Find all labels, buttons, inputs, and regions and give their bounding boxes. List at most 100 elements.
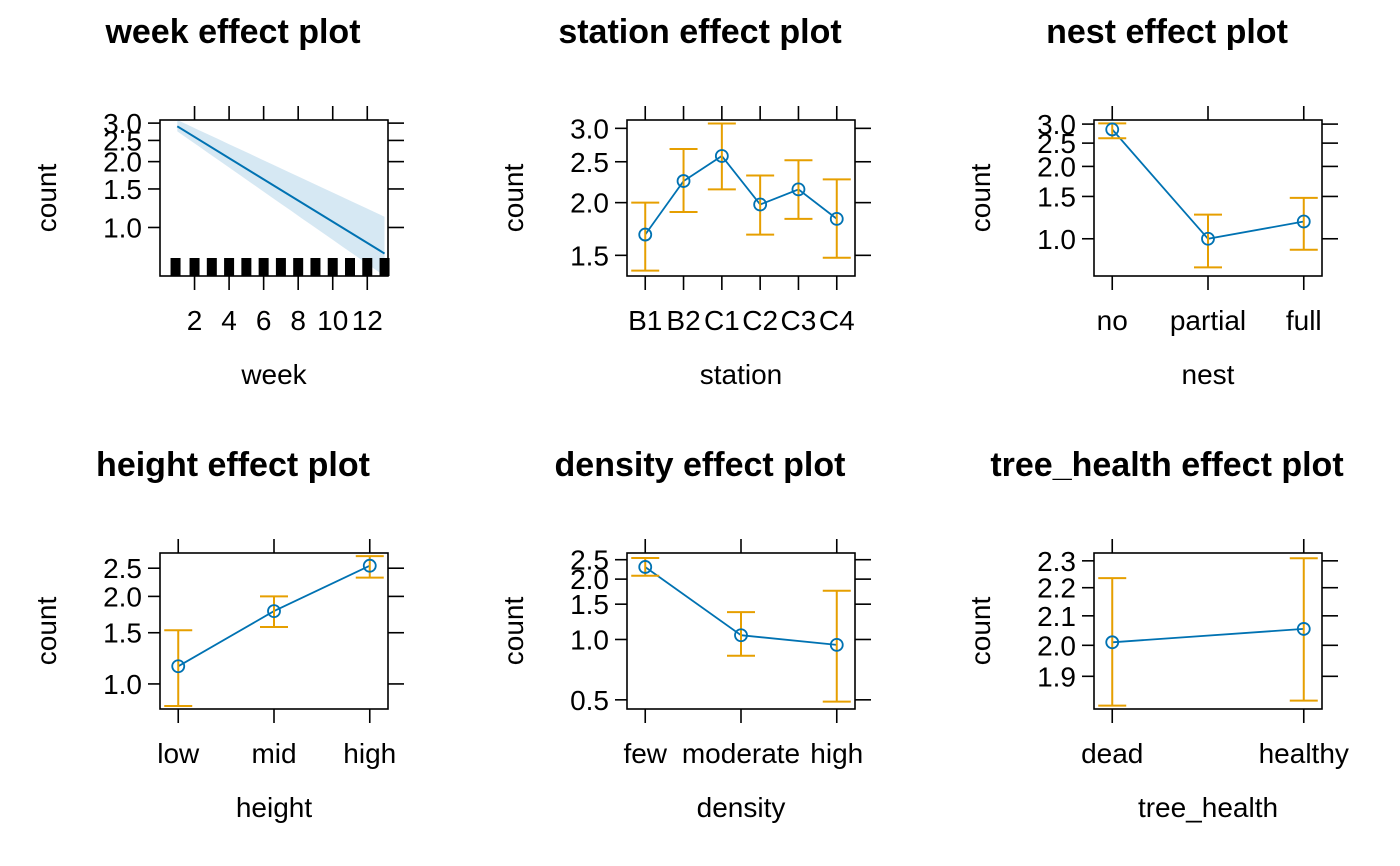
y-tick-label: 2.0 (570, 564, 609, 595)
rug-mark (379, 258, 390, 276)
effect-panel-5: density effect plotdensitycount0.51.01.5… (498, 446, 871, 823)
y-tick-label: 2.0 (103, 147, 142, 178)
y-axis-label: count (31, 597, 62, 666)
x-tick-label: full (1286, 305, 1322, 336)
rug-mark (293, 258, 304, 276)
x-tick-label: 10 (317, 305, 348, 336)
error-bar (727, 611, 755, 657)
effect-point (829, 212, 844, 226)
y-tick-label: 1.0 (103, 212, 142, 243)
x-tick-label: 6 (256, 305, 272, 336)
panel-title: height effect plot (96, 446, 370, 484)
x-tick-label: 12 (352, 305, 383, 336)
rug-mark (258, 258, 269, 276)
x-tick-label: no (1097, 305, 1128, 336)
effect-point (714, 149, 729, 163)
y-tick-label: 2.0 (570, 188, 609, 219)
rug-mark (327, 258, 338, 276)
error-bar (1194, 213, 1222, 269)
y-tick-label: 2.3 (1037, 546, 1076, 577)
x-tick-label: C1 (704, 305, 740, 336)
y-axis-label: count (965, 164, 996, 233)
effect-panel-3: nest effect plotnestcount1.01.52.02.53.0… (965, 13, 1338, 390)
x-tick-label: moderate (682, 738, 800, 769)
rug-mark (206, 258, 217, 276)
error-bar (631, 201, 660, 272)
rug-mark (362, 258, 373, 276)
x-tick-label: high (343, 738, 396, 769)
panel-title: week effect plot (104, 13, 360, 51)
y-axis-label: count (31, 164, 62, 233)
x-tick-label: C3 (781, 305, 817, 336)
x-tick-label: mid (251, 738, 296, 769)
y-tick-label: 2.2 (1037, 573, 1076, 604)
x-tick-label: 4 (221, 305, 237, 336)
x-tick-label: dead (1081, 738, 1143, 769)
x-tick-label: low (157, 738, 200, 769)
error-bar (1289, 557, 1318, 702)
effect-point (1105, 635, 1120, 650)
x-tick-label: 8 (290, 305, 306, 336)
effect-point (734, 628, 748, 643)
y-tick-label: 2.0 (103, 581, 142, 612)
effect-point (1105, 122, 1120, 137)
effect-point (638, 560, 653, 574)
plot-frame (626, 119, 856, 277)
x-tick-label: partial (1170, 305, 1246, 336)
plot-frame (159, 119, 389, 277)
x-tick-label: 2 (187, 305, 203, 336)
rug-mark (241, 258, 252, 276)
error-bar (822, 589, 851, 703)
y-tick-label: 1.0 (1037, 224, 1076, 255)
y-tick-label: 1.0 (570, 624, 609, 655)
rug-mark (345, 258, 355, 276)
x-tick-label: healthy (1259, 738, 1349, 769)
effect-point (171, 659, 186, 674)
error-bar (669, 148, 698, 214)
y-tick-label: 1.5 (103, 618, 142, 649)
y-tick-label: 1.5 (1037, 181, 1076, 212)
effect-point (753, 197, 768, 212)
y-tick-label: 2.5 (103, 553, 142, 584)
effect-point (1296, 214, 1311, 229)
y-tick-label: 2.5 (103, 125, 142, 156)
x-axis-label: density (697, 792, 786, 823)
effect-point (638, 227, 653, 242)
x-axis-label: height (236, 792, 313, 823)
rug-mark (224, 258, 235, 276)
effect-point (829, 637, 844, 652)
error-bar (707, 122, 736, 191)
plot-frame (1093, 552, 1323, 710)
y-axis-label: count (498, 597, 529, 666)
x-tick-label: B1 (628, 305, 662, 336)
error-bar (746, 174, 775, 236)
rug-mark (170, 258, 181, 276)
error-bar (164, 629, 193, 707)
panel-title: density effect plot (555, 446, 846, 484)
effect-line (1112, 628, 1304, 644)
y-tick-label: 3.0 (570, 113, 609, 144)
effect-point (676, 174, 691, 188)
plot-frame (159, 552, 389, 710)
error-bar (1289, 196, 1318, 251)
confidence-band (177, 120, 385, 276)
y-tick-label: 2.5 (570, 545, 609, 576)
error-bar (1098, 577, 1127, 707)
x-axis-label: nest (1182, 359, 1235, 390)
x-tick-label: B2 (666, 305, 700, 336)
fit-line (176, 125, 386, 255)
effect-point (1201, 231, 1215, 246)
y-tick-label: 2.0 (1037, 151, 1076, 182)
rug-mark (275, 258, 286, 276)
x-axis-label: week (240, 359, 307, 390)
effect-point (791, 182, 806, 197)
panel-title: tree_health effect plot (990, 446, 1343, 484)
y-tick-label: 2.0 (1037, 630, 1076, 661)
y-tick-label: 3.0 (103, 108, 142, 139)
error-bar (822, 178, 851, 259)
x-axis-label: tree_health (1138, 792, 1278, 823)
panel-title: nest effect plot (1046, 13, 1288, 51)
x-tick-label: C4 (819, 305, 855, 336)
y-tick-label: 1.9 (1037, 661, 1076, 692)
